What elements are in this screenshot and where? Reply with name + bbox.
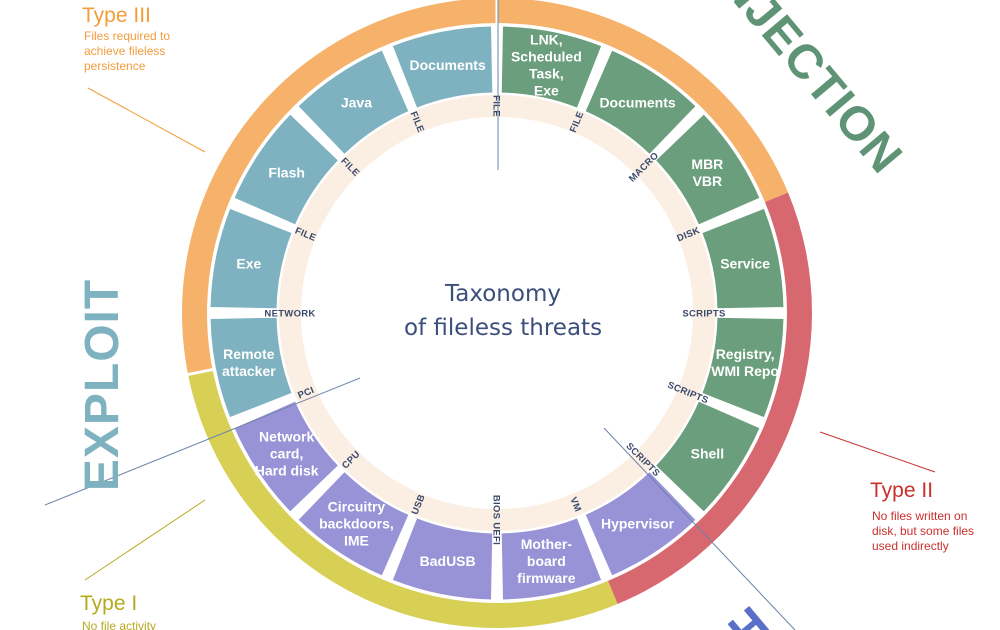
segment-tile	[209, 316, 293, 419]
axis-line	[44, 377, 361, 506]
outer-ring	[182, 0, 812, 628]
type3-desc-line: achieve fileless	[84, 44, 165, 58]
exploit-label: EXPLOIT	[76, 279, 129, 491]
segment-tile	[584, 470, 697, 577]
segment-label: Shell	[691, 446, 724, 462]
axis-line	[603, 427, 796, 630]
segment-tile	[209, 207, 293, 310]
segment-label: attacker	[222, 363, 276, 379]
inner-label-ring: FILEMACRODISKSCRIPTSSCRIPTSSCRIPTSVMBIOS…	[264, 95, 725, 545]
segment-tile	[297, 470, 410, 577]
type1-legend: Type I No file activity	[80, 592, 156, 630]
ring-label: NETWORK	[264, 309, 315, 320]
type3-legend: Type III Files required to achieve filel…	[82, 4, 170, 73]
center-title-line2: of fileless threats	[404, 315, 602, 341]
type3-title: Type III	[82, 4, 151, 27]
segment-label: Registry,	[716, 346, 775, 362]
segment-label: Mother-	[521, 536, 573, 552]
ring-label: FILE	[491, 95, 502, 117]
center-title-line1: Taxonomy	[444, 281, 561, 307]
partial-bottom-label: H	[719, 596, 780, 630]
type2-desc-line: used indirectly	[872, 539, 949, 553]
type3-pointer	[87, 87, 206, 153]
segment-label: Network	[259, 429, 314, 445]
segment-tile	[233, 113, 340, 226]
segment-label: Task,	[529, 65, 564, 81]
segment-label: MBR	[691, 156, 723, 172]
segment-tile	[391, 25, 494, 109]
segment-tile	[654, 400, 761, 513]
segment-ring: LNK,ScheduledTask,ExeDocumentsMBRVBRServ…	[209, 25, 785, 601]
segment-label: firmware	[517, 570, 576, 586]
type1-desc-line: No file activity	[82, 619, 156, 630]
type2-desc-line: disk, but some files	[872, 524, 974, 538]
type3-desc-line: Files required to	[84, 29, 170, 43]
segment-label: backdoors,	[319, 515, 394, 531]
segment-label: Flash	[268, 164, 305, 180]
segment-label: WMI Repo	[711, 363, 779, 379]
segment-tile	[391, 517, 494, 601]
segment-label: BadUSB	[420, 553, 476, 569]
ring-label: SCRIPTS	[682, 309, 725, 320]
connector-lines	[44, 0, 936, 630]
segment-label: Exe	[236, 256, 261, 272]
segment-label: Exe	[534, 82, 559, 98]
center-disc	[301, 117, 693, 509]
segment-label: card,	[270, 446, 303, 462]
segment-tile	[584, 49, 697, 156]
ring-label: BIOS UEFI	[491, 495, 502, 545]
segment-label: Documents	[410, 57, 486, 73]
segment-label: Documents	[599, 95, 675, 111]
segment-tile	[500, 25, 603, 109]
type1-title: Type I	[80, 592, 137, 615]
segment-tile	[654, 113, 761, 226]
type3-desc-line: persistence	[84, 59, 146, 73]
segment-label: Scheduled	[511, 48, 582, 64]
segment-label: LNK,	[530, 31, 563, 47]
segment-label: Hypervisor	[601, 515, 675, 531]
segment-label: Circuitry	[328, 498, 386, 514]
type2-legend: Type II No files written on disk, but so…	[870, 479, 974, 553]
segment-tile	[701, 316, 785, 419]
segment-tile	[701, 207, 785, 310]
segment-tile	[233, 400, 340, 513]
outer-band-type2	[607, 192, 812, 605]
ring-label: VM	[567, 496, 583, 514]
outer-band-divider	[187, 368, 213, 376]
segment-label: Service	[720, 256, 770, 272]
type2-desc-line: No files written on	[872, 509, 967, 523]
segment-label: VBR	[693, 173, 723, 189]
type2-pointer	[819, 431, 936, 473]
segment-label: IME	[344, 532, 369, 548]
type1-pointer	[84, 499, 206, 581]
segment-label: Hard disk	[255, 463, 319, 479]
segment-tile	[297, 49, 410, 156]
segment-label: Java	[341, 95, 372, 111]
outer-band-type1	[188, 369, 618, 628]
outer-band-type3-injection	[497, 0, 789, 203]
type2-title: Type II	[870, 479, 933, 502]
segment-label: board	[527, 553, 566, 569]
segment-tile	[500, 517, 603, 601]
segment-label: Remote	[223, 346, 275, 362]
